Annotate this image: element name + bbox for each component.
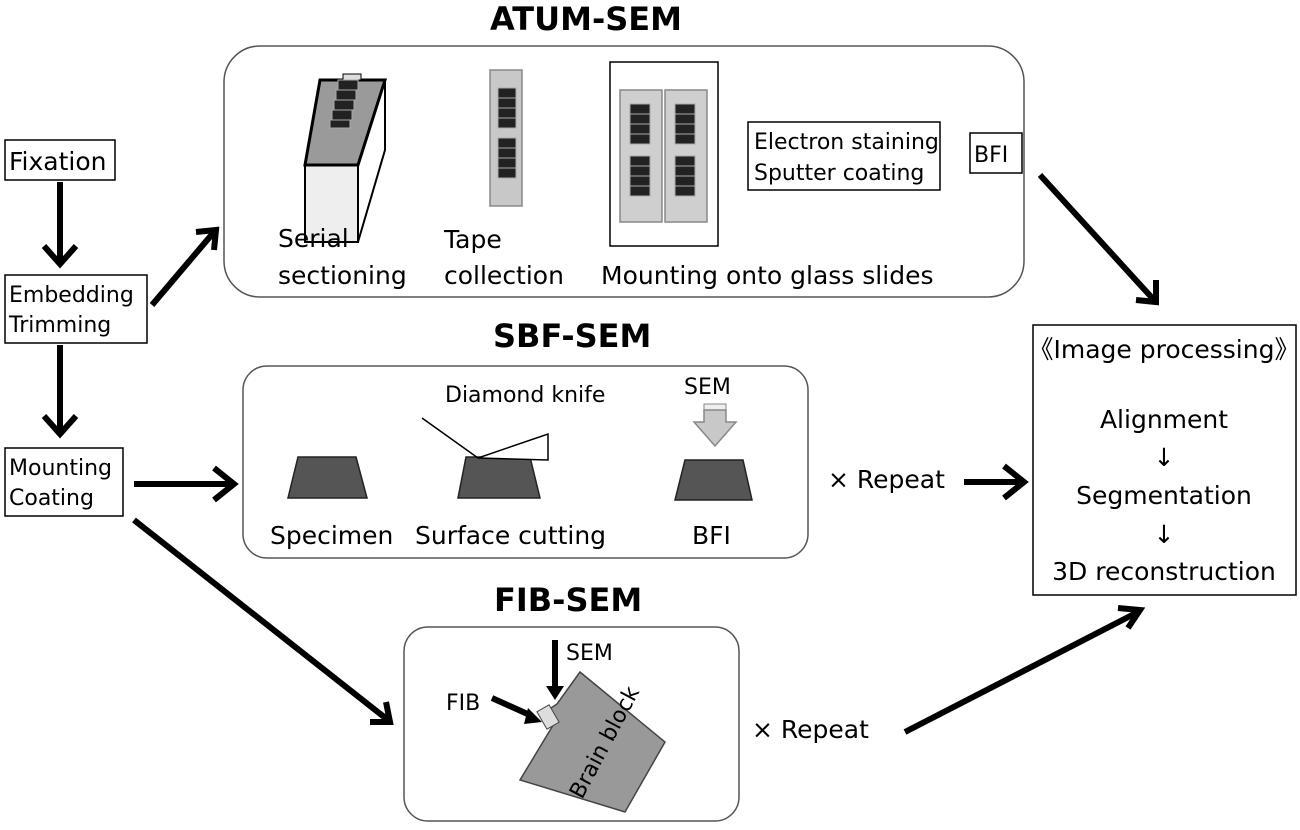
atum-bfi-box xyxy=(969,132,1023,174)
staining-label-line2: Sputter coating xyxy=(754,161,924,186)
image-processing-title: 《Image processing》 xyxy=(1029,335,1300,364)
atum-title: ATUM-SEM xyxy=(490,0,682,38)
surface-cutting-shape xyxy=(421,417,549,499)
tape-strip xyxy=(489,69,523,207)
glass-slides xyxy=(609,61,719,247)
fib-to-processing-arrow xyxy=(903,605,1146,735)
fib-sem-beam-arrow xyxy=(546,640,564,700)
atum-to-processing-arrow xyxy=(1037,172,1159,306)
mounting-label-line1: Mounting xyxy=(9,456,112,481)
sbf-sem-label: SEM xyxy=(684,375,731,400)
alignment-label: Alignment xyxy=(1100,405,1228,434)
sbf-bfi-specimen-shape xyxy=(674,459,753,501)
sbf-repeat-label: × Repeat xyxy=(828,465,945,494)
fib-repeat-label: × Repeat xyxy=(752,715,869,744)
specimen-label: Specimen xyxy=(270,521,393,550)
sbf-sem-beam-arrow xyxy=(692,403,738,448)
mounting-to-sbf-arrow xyxy=(134,465,239,503)
image-processing-box xyxy=(1032,324,1297,596)
atum-bfi-label: BFI xyxy=(974,143,1008,168)
fib-label: FIB xyxy=(446,691,480,716)
embedding-label-line2: Trimming xyxy=(8,313,111,338)
mounting-box xyxy=(4,447,124,517)
sbf-title: SBF-SEM xyxy=(493,317,651,355)
serial-sectioning-block xyxy=(303,73,388,243)
sbf-bfi-label: BFI xyxy=(692,521,731,550)
staining-label-line1: Electron staining xyxy=(754,130,939,155)
embedding-to-atum-arrow xyxy=(149,226,220,307)
staining-box xyxy=(747,121,941,191)
specimen-shape xyxy=(287,456,368,499)
tape-collection-label-line1: Tape xyxy=(443,225,502,254)
fixation-to-embedding-arrow xyxy=(41,182,79,269)
sbf-to-processing-arrow xyxy=(964,463,1029,501)
diamond-knife-label: Diamond knife xyxy=(445,383,605,408)
reconstruction-label: 3D reconstruction xyxy=(1052,557,1276,586)
down-arrow-2: ↓ xyxy=(1154,520,1175,549)
segmentation-label: Segmentation xyxy=(1076,481,1252,510)
tape-collection-label-line2: collection xyxy=(444,261,564,290)
fixation-label: Fixation xyxy=(9,147,107,176)
brain-block-shape xyxy=(518,670,666,813)
mounting-glass-slides-label: Mounting onto glass slides xyxy=(601,261,933,290)
serial-sectioning-label-line2: sectioning xyxy=(278,261,407,290)
surface-cutting-label: Surface cutting xyxy=(415,521,606,550)
mounting-label-line2: Coating xyxy=(9,486,94,511)
fixation-box xyxy=(4,139,116,181)
mounting-to-fib-arrow xyxy=(132,517,394,725)
embedding-to-mounting-arrow xyxy=(41,345,79,439)
embedding-box xyxy=(4,274,148,344)
serial-sectioning-label-line1: Serial xyxy=(278,224,349,253)
embedding-label-line1: Embedding xyxy=(9,283,134,308)
fib-title: FIB-SEM xyxy=(494,581,642,619)
fib-beam-arrow xyxy=(490,695,542,724)
down-arrow-1: ↓ xyxy=(1154,443,1175,472)
fib-sem-label: SEM xyxy=(566,641,613,666)
